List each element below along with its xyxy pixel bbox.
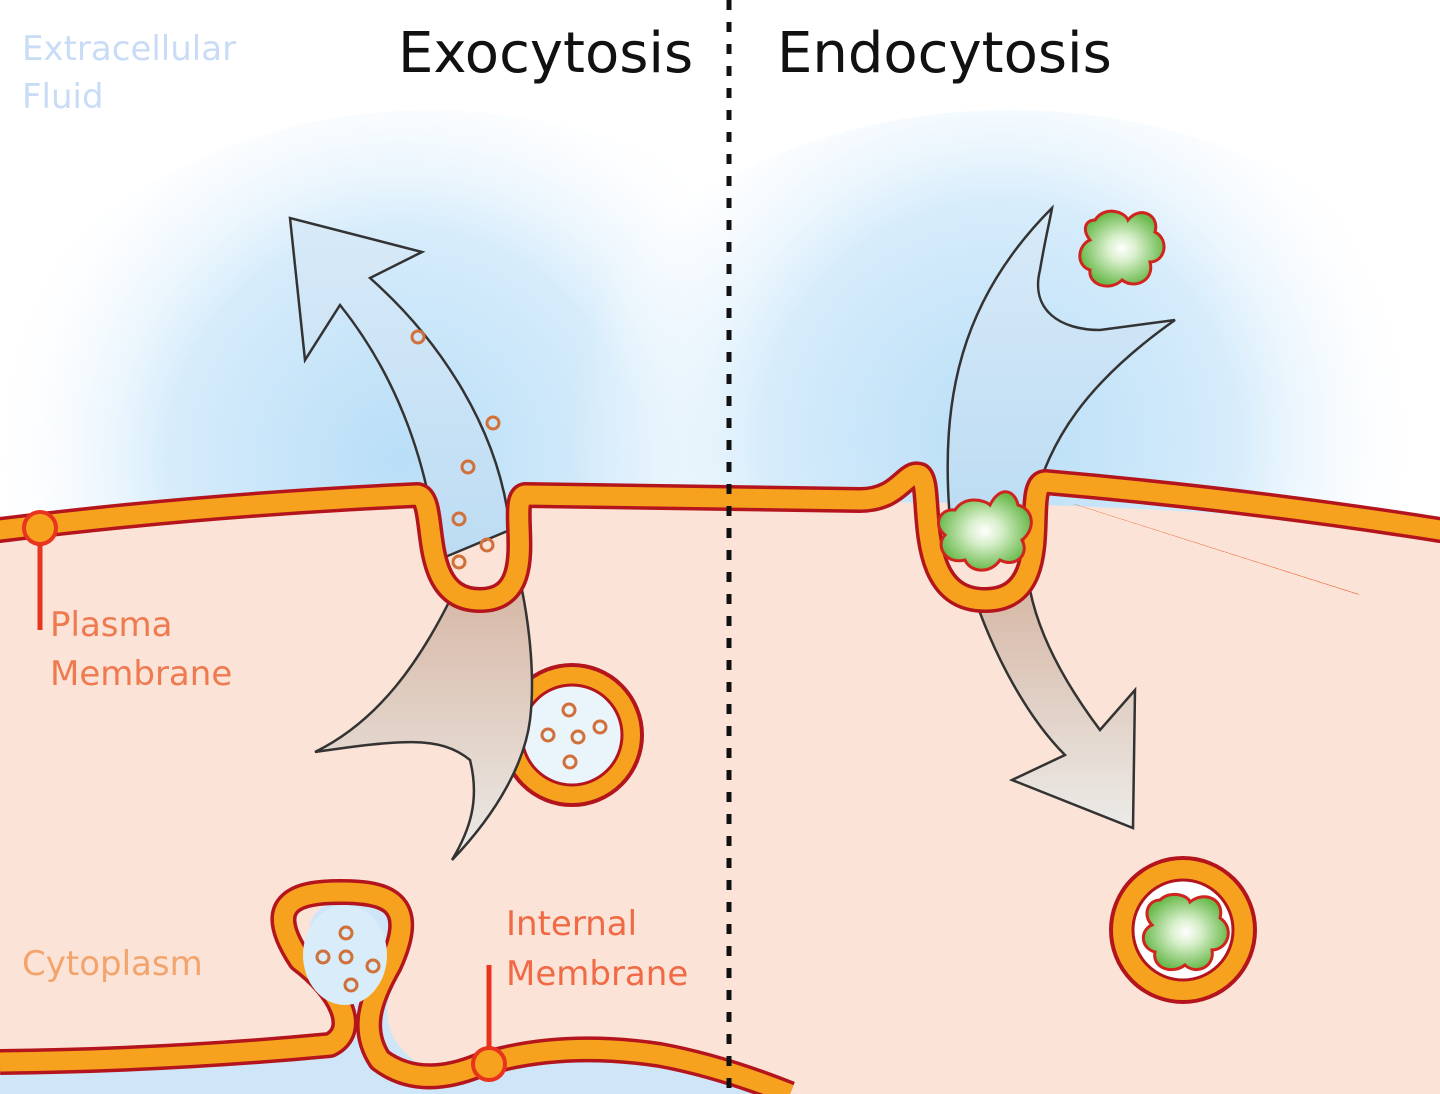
label-internal-line2: Membrane — [506, 954, 688, 994]
cargo-in-vesicle — [1141, 892, 1230, 971]
label-cytoplasm: Cytoplasm — [22, 944, 203, 984]
internal-membrane-pointer — [471, 965, 507, 1082]
secreted-particles — [540, 702, 608, 770]
plasma-membrane-pointer — [22, 510, 58, 630]
exocytosis-grey-arrow — [314, 588, 534, 861]
label-extracellular-line2: Fluid — [22, 77, 104, 117]
released-particles — [410, 329, 501, 570]
budding-particles — [315, 925, 381, 993]
cargo-extracellular — [1078, 209, 1166, 288]
endocytosis-grey-arrow — [970, 588, 1137, 830]
endocytic-vesicle — [1109, 856, 1257, 1004]
label-plasma-line1: Plasma — [50, 605, 172, 645]
exocytosis-blue-arrow — [288, 216, 512, 562]
label-plasma-line2: Membrane — [50, 654, 232, 694]
budding-vesicle-lumen — [303, 905, 387, 1005]
plasma-membrane — [0, 461, 1440, 613]
exocytosis-vesicle — [500, 663, 644, 807]
cargo-in-pit — [937, 490, 1033, 572]
label-internal-line1: Internal — [506, 904, 637, 944]
title-endocytosis: Endocytosis — [777, 21, 1112, 86]
title-exocytosis: Exocytosis — [398, 21, 693, 86]
label-extracellular-line1: Extracellular — [22, 29, 236, 69]
endocytosis-blue-arrow — [946, 204, 1176, 522]
internal-membrane — [0, 879, 795, 1094]
